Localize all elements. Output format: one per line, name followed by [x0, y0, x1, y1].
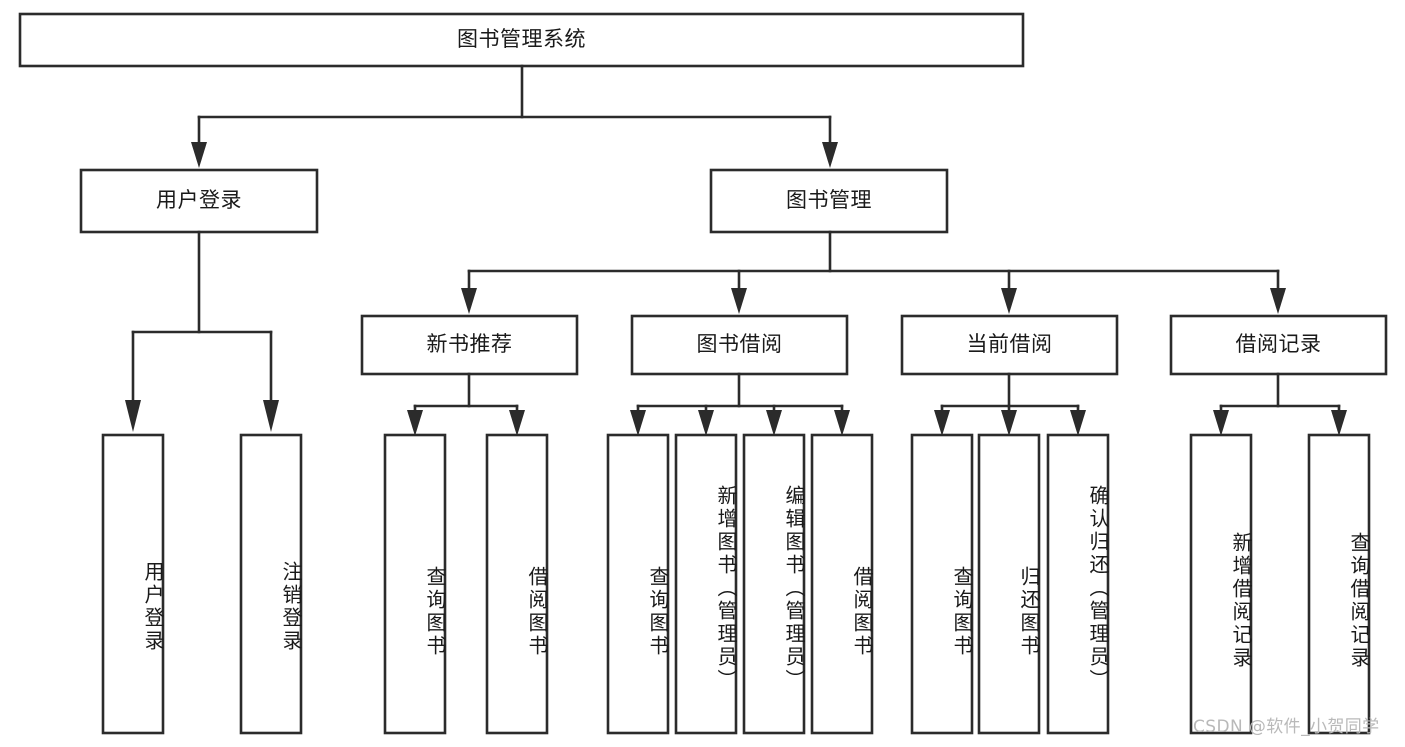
arrowhead-leaf-user-login-1: [125, 400, 141, 432]
node-borrow-records[interactable]: [1169, 314, 1388, 376]
node-root-book-management-system[interactable]: [18, 12, 1025, 68]
arrowhead-current: [1001, 288, 1017, 314]
arrowhead-borrow-leaf-2: [698, 410, 714, 436]
arrowhead-records: [1270, 288, 1286, 314]
arrowhead-current-leaf-2: [1001, 410, 1017, 436]
arrowhead-newbook-leaf-2: [509, 410, 525, 436]
node-current-borrow[interactable]: [900, 314, 1119, 376]
arrowhead-book-management: [822, 142, 838, 168]
leaf-box-user-login-logout[interactable]: [239, 433, 303, 735]
arrowhead-borrow-leaf-1: [630, 410, 646, 436]
leaf-box-newbook-borrow[interactable]: [485, 433, 549, 735]
leaf-box-borrow-lend[interactable]: [810, 433, 874, 735]
leaf-box-current-return[interactable]: [977, 433, 1041, 735]
leaf-box-borrow-query[interactable]: [606, 433, 670, 735]
leaf-box-current-confirm[interactable]: [1046, 433, 1110, 735]
leaf-box-user-login-login[interactable]: [101, 433, 165, 735]
arrowhead-records-leaf-1: [1213, 410, 1229, 436]
arrowhead-records-leaf-2: [1331, 410, 1347, 436]
node-new-book-recommend[interactable]: [360, 314, 579, 376]
leaf-box-borrow-add[interactable]: [674, 433, 738, 735]
leaf-box-current-query[interactable]: [910, 433, 974, 735]
node-user-login[interactable]: [79, 168, 319, 234]
leaf-box-borrow-edit[interactable]: [742, 433, 806, 735]
leaf-box-records-query[interactable]: [1307, 433, 1371, 735]
arrowhead-current-leaf-1: [934, 410, 950, 436]
leaf-box-records-add[interactable]: [1189, 433, 1253, 735]
arrowhead-current-leaf-3: [1070, 410, 1086, 436]
arrowhead-user-login: [191, 142, 207, 168]
arrowhead-newbook-leaf-1: [407, 410, 423, 436]
arrowhead-borrow: [731, 288, 747, 314]
arrowhead-leaf-user-login-2: [263, 400, 279, 432]
node-book-borrow[interactable]: [630, 314, 849, 376]
node-book-management[interactable]: [709, 168, 949, 234]
arrowhead-new-books: [461, 288, 477, 314]
arrowhead-borrow-leaf-4: [834, 410, 850, 436]
arrowhead-borrow-leaf-3: [766, 410, 782, 436]
leaf-box-newbook-query[interactable]: [383, 433, 447, 735]
